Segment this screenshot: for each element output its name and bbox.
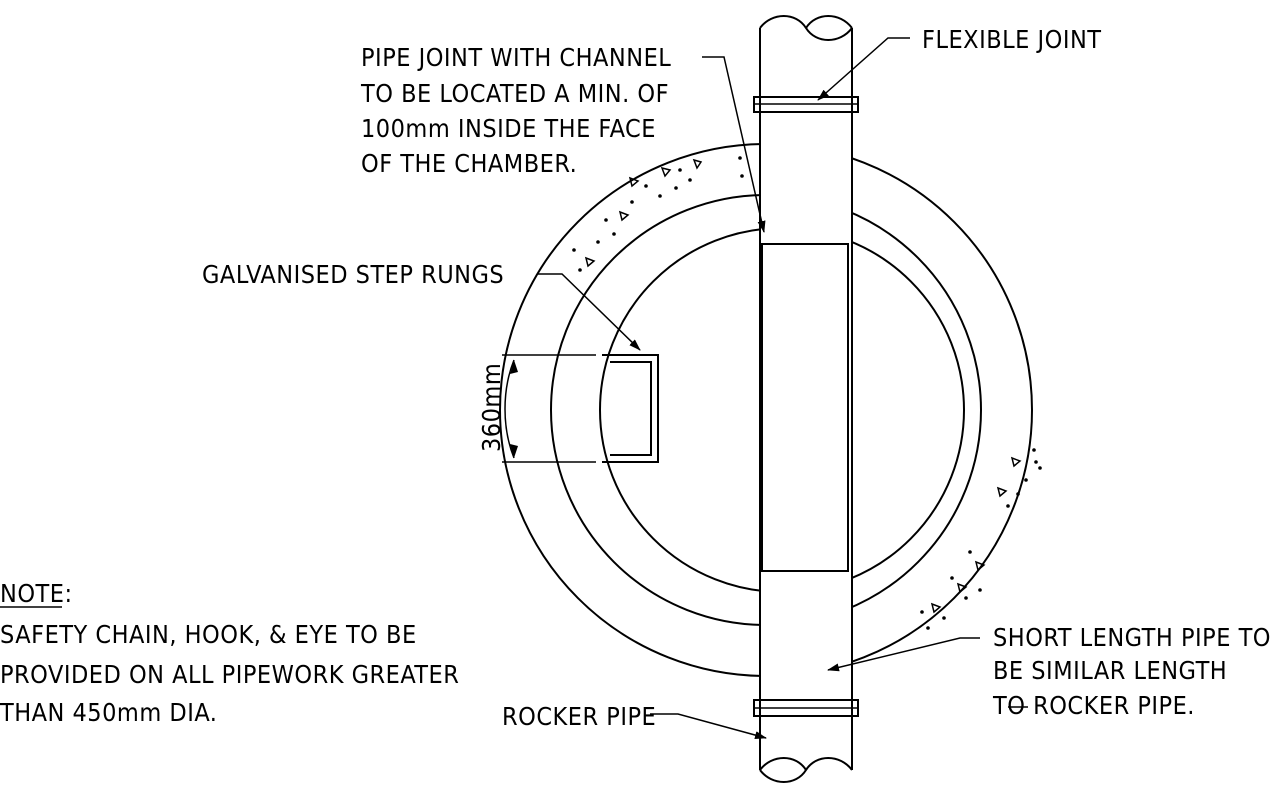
pipe-joint-line-3: 100mm INSIDE THE FACE [361,114,656,143]
leader-step-rungs [538,273,641,351]
note-line-3: THAN 450mm DIA. [0,698,217,727]
leader-pipe-joint [702,56,766,233]
short-length-note: SHORT LENGTH PIPE TO BE SIMILAR LENGTH T… [992,623,1271,720]
pipe-joint-line-1: PIPE JOINT WITH CHANNEL [361,43,671,72]
short-length-line-1: SHORT LENGTH PIPE TO [993,623,1271,652]
pipe-joint-note: PIPE JOINT WITH CHANNEL TO BE LOCATED A … [360,43,671,178]
channel [761,243,849,572]
note-title: NOTE: [0,579,73,608]
pipe-joint-line-2: TO BE LOCATED A MIN. OF [360,79,669,108]
hatch-bottom-right [920,550,986,630]
short-length-line-2: BE SIMILAR LENGTH [993,656,1227,685]
short-length-line-3: TO ROCKER PIPE. [992,691,1195,720]
dimension-label: 360mm [477,363,506,452]
hatch-top-left [572,156,744,272]
safety-note: NOTE: SAFETY CHAIN, HOOK, & EYE TO BE PR… [0,579,459,727]
pipe-joint-line-4: OF THE CHAMBER. [361,149,577,178]
leader-rocker-pipe [650,713,767,739]
step-rungs-label: GALVANISED STEP RUNGS [202,260,504,289]
dimension-360: 360mm [477,354,596,463]
leaders [538,37,1028,739]
note-line-2: PROVIDED ON ALL PIPEWORK GREATER [0,660,459,689]
flexible-joint-label: FLEXIBLE JOINT [922,25,1102,54]
leader-short-length [827,637,980,672]
step-rung [602,354,659,463]
hatch-right [996,448,1042,508]
concrete-hatch [572,156,1042,630]
note-line-1: SAFETY CHAIN, HOOK, & EYE TO BE [0,620,417,649]
leader-flexible-joint [817,37,910,101]
rocker-pipe-label: ROCKER PIPE [502,702,656,731]
pipe [753,15,859,783]
